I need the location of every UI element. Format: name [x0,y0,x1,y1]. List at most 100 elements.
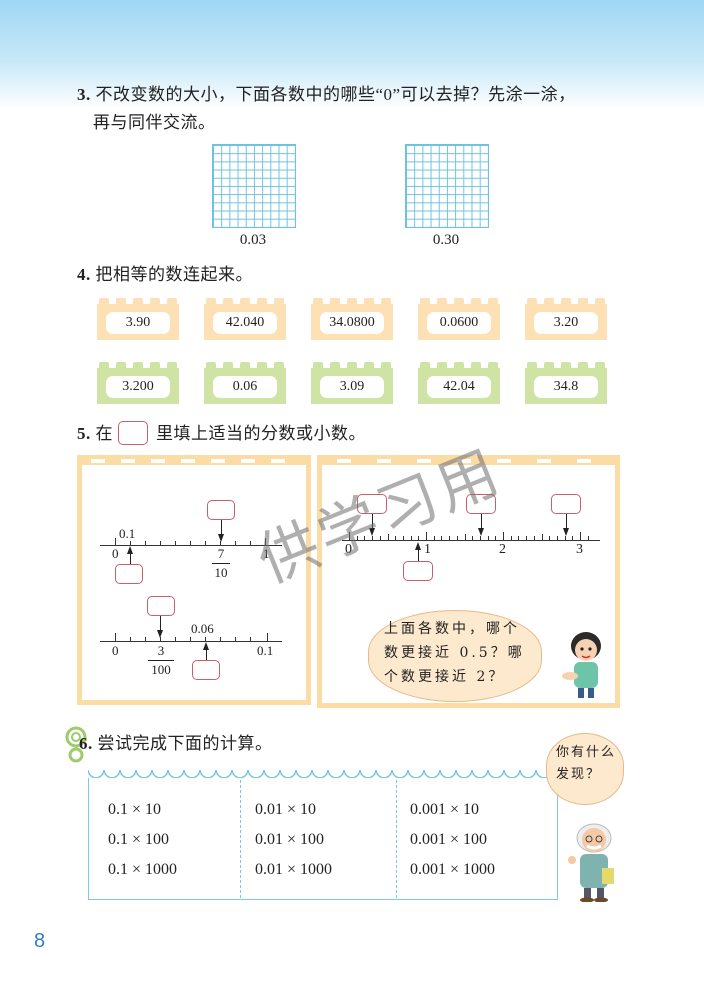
brick-bottom-2[interactable]: 0.06 [204,362,286,404]
calc-column-2: 0.01 × 10 0.01 × 100 0.01 × 1000 [255,795,332,885]
boy-bubble-line1: 上面各数中，哪个 [384,621,520,637]
q3-number: 3. [77,85,91,104]
arrow-up-icon [415,542,421,550]
line2-label-0.06: 0.06 [191,621,214,636]
calc-item: 0.001 × 10 [410,801,480,818]
q3-line1: 不改变数的大小，下面各数中的哪些“0”可以去掉？先涂一涂， [95,85,576,104]
q4-number: 4. [77,265,91,284]
calc-item: 0.01 × 1000 [255,861,333,878]
brick-value: 0.0600 [427,312,491,334]
brick-value: 3.20 [534,312,598,334]
brick-bottom-1[interactable]: 3.200 [97,362,179,404]
answer-box-line2-0.03[interactable] [147,596,175,616]
line1-label-0: 0 [112,546,119,561]
line3-label-1: 1 [424,542,431,557]
answer-box-legend-icon [118,421,148,445]
grid-label-1: 0.03 [239,232,267,248]
q5-text-before: 在 [95,424,113,443]
teacher-bubble-line2: 发现？ [556,767,602,782]
answer-box-line1-1/10[interactable] [115,564,143,584]
number-line-1 [100,545,282,546]
left-frame-top-border [77,455,311,467]
teacher-bubble-line1: 你有什么 [556,745,617,760]
boy-character-illustration [562,628,608,698]
answer-box-line2-6/100[interactable] [192,660,220,680]
q6-prompt: 6. 尝试完成下面的计算。 [79,731,273,757]
column-divider-1 [240,780,241,898]
brick-top-4[interactable]: 0.0600 [418,298,500,340]
boy-bubble-line2: 数更接近 0.5？哪 [384,645,525,661]
number-line-2 [100,641,282,642]
hundred-grid-2[interactable] [405,144,489,228]
right-frame-top-border [317,455,620,467]
calc-item: 0.1 × 10 [108,801,162,818]
answer-box-line3-1.7[interactable] [466,494,496,514]
brick-bottom-4[interactable]: 42.04 [418,362,500,404]
q6-text: 尝试完成下面的计算。 [97,734,273,753]
arrow-down-icon [218,534,224,542]
brick-bottom-3[interactable]: 3.09 [311,362,393,404]
calc-item: 0.1 × 1000 [108,861,178,878]
boy-bubble-line3: 个数更接近 2？ [384,669,506,685]
brick-bottom-5[interactable]: 34.8 [525,362,607,404]
brick-value: 34.0800 [320,312,384,334]
teacher-speech-bubble [546,733,624,805]
boy-speech-bubble [368,610,542,702]
swirl-decoration-icon [64,725,94,765]
brick-value: 42.04 [427,376,491,398]
brick-value: 3.09 [320,376,384,398]
brick-top-5[interactable]: 3.20 [525,298,607,340]
calculation-panel [88,778,558,900]
answer-box-line3-2.8[interactable] [551,494,581,514]
brick-top-3[interactable]: 34.0800 [311,298,393,340]
scroll-top-scalloped-edge [88,770,558,780]
q3-prompt: 3. 不改变数的大小，下面各数中的哪些“0”可以去掉？先涂一涂， [77,82,576,108]
answer-box-line3-0.9[interactable] [403,561,433,581]
calc-column-3: 0.001 × 10 0.001 × 100 0.001 × 1000 [410,795,495,885]
number-line-3 [342,540,600,541]
answer-box-line3-0.3[interactable] [357,494,387,514]
line3-label-2: 2 [499,542,506,557]
answer-box-line1-0.7[interactable] [207,500,235,520]
brick-top-2[interactable]: 42.040 [204,298,286,340]
arrow-down-icon [478,528,484,536]
calc-item: 0.01 × 100 [255,831,325,848]
arrow-up-icon [127,546,133,554]
brick-top-1[interactable]: 3.90 [97,298,179,340]
column-divider-2 [396,780,397,898]
calc-item: 0.01 × 10 [255,801,317,818]
brick-value: 3.200 [106,376,170,398]
brick-value: 42.040 [213,312,277,334]
arrow-down-icon [369,528,375,536]
calc-column-1: 0.1 × 10 0.1 × 100 0.1 × 1000 [108,795,177,885]
header-gradient-band [0,0,704,110]
line2-label-0: 0 [112,643,119,658]
line1-label-0.1: 0.1 [119,526,136,541]
q6-number: 6. [79,734,93,753]
q5-number: 5. [77,424,91,443]
q4-text: 把相等的数连起来。 [95,265,253,284]
teacher-character-illustration [564,820,624,903]
arrow-up-icon [203,642,209,650]
calc-item: 0.001 × 1000 [410,861,496,878]
q5-prompt: 5. 在 [77,421,113,447]
q3-line2: 再与同伴交流。 [93,113,216,132]
q5-text-after: 里填上适当的分数或小数。 [156,424,366,443]
calc-item: 0.001 × 100 [410,831,488,848]
q4-prompt: 4. 把相等的数连起来。 [77,262,253,288]
grid-label-2: 0.30 [432,232,460,248]
brick-value: 3.90 [106,312,170,334]
page-number: 8 [34,930,46,952]
arrow-down-icon [157,630,163,638]
calc-item: 0.1 × 100 [108,831,170,848]
brick-value: 34.8 [534,376,598,398]
line3-label-3: 3 [576,542,583,557]
line2-label-0.1: 0.1 [257,643,274,658]
line1-label-1: 1 [263,546,270,561]
line3-label-0: 0 [345,542,352,557]
brick-value: 0.06 [213,376,277,398]
arrow-down-icon [563,528,569,536]
hundred-grid-1[interactable] [212,144,296,228]
